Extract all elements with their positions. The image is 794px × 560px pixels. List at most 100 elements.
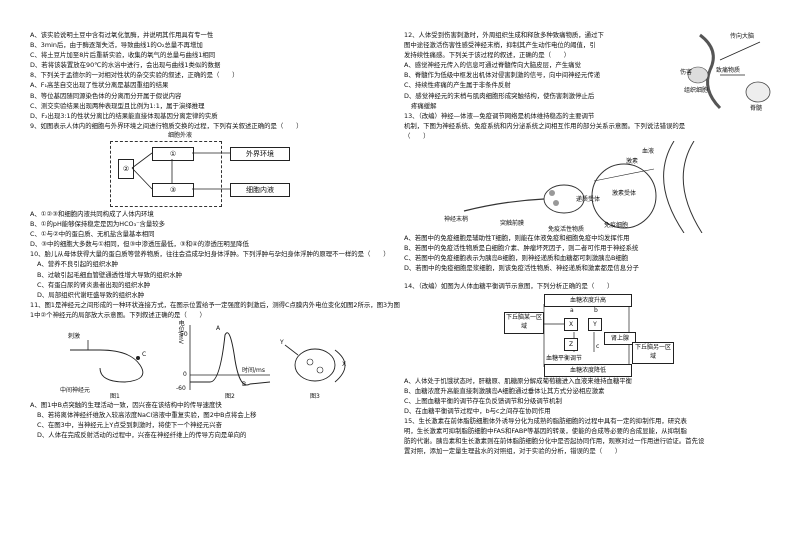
text-line: C、①与②中的蛋白质、无机盐含量基本相同: [30, 230, 155, 239]
right-column: 12、人体受到伤害刺激时，外周组织生成和释放多种致痛物质，通过下 图中途径激活伤…: [404, 30, 776, 456]
text-line: A、①②③和细胞内液共同构成了人体内环境: [30, 209, 154, 218]
figure-11: 刺激 中间神经元 C 电位/mV 时间/ms 50 0 -60 A B Y X …: [30, 320, 402, 400]
text-line: A、若图中的免疫细胞是辅助性T细胞，则能在体液免疫和细胞免疫中均发挥作用: [404, 234, 630, 243]
fig11-point-b: B: [242, 380, 247, 388]
text-line: C、在图3中，当神经元上Y点受到刺激时，将使下一个神经元兴奋: [37, 421, 222, 430]
fig12-spinal: 脊髓: [750, 105, 763, 112]
text-line: 明，生长激素可抑制脂肪细胞中FAS和FABP等基因的转录，使能的合成等必要的合成…: [404, 426, 687, 435]
fig14-center: 血糖平衡调节: [546, 354, 583, 362]
fig9-node-1: ①: [152, 146, 194, 161]
fig11-caption-3: 图3: [310, 392, 320, 400]
question-12-block: 12、人体受到伤害刺激时，外周组织生成和释放多种致痛物质，通过下 图中途径激活伤…: [404, 30, 776, 112]
fig12-injury: 伤害: [680, 69, 693, 76]
question-14: 14、（改编）如图为人体血糖平衡调节示意图，下列分析正确的是（ ）: [404, 282, 614, 291]
fig14-z: Z: [564, 337, 578, 351]
fig11-point-c: C: [142, 350, 147, 358]
text-line: 图中途径激活伤害性感受神经末梢，抑制其产生动作电位的阈值，引: [404, 41, 596, 50]
fig9-top-label: 细胞外液: [168, 131, 193, 139]
text-line: （ ）: [404, 131, 430, 140]
text-line: 机制，下图为神经系统、免疫系统和内分泌系统之间相互作用的部分关系示意图。下列说法…: [404, 121, 686, 130]
fig9-intracellular: 细胞内液: [230, 182, 290, 197]
fig11-tick-50: 50: [180, 330, 188, 338]
text-line: A、F₁高茎自交出现了性状分离是基因重组的结果: [30, 81, 169, 90]
text-line: A、该实验说明土豆中含有过氧化氢酶，并说明其作用具有专一性: [30, 31, 214, 39]
fig13-synaptic: 突触前膜: [500, 220, 525, 228]
text-line: D、若将该装置放在90℃的水浴中进行，会出现与曲线1类似的数据: [30, 61, 221, 70]
question-8: 8、下列关于孟德尔的一对相对性状的杂交实验的叙述，正确的是（ ）: [30, 71, 239, 80]
text-line: A、人体处于饥饿状态时，肝糖原、肌糖原分解成葡萄糖进入血液来维持血糖平衡: [404, 376, 633, 385]
text-line: C、测交实验结果出现两种表现型且比例为1:1，属于演绎推理: [30, 101, 205, 110]
fig13-immune-active: 免疫活性物质: [548, 226, 585, 234]
figure-9: 细胞外液 ② ① ③ 外界环境 细胞内液: [110, 131, 402, 209]
fig14-x: X: [564, 317, 578, 331]
text-line: B、若将离体神经纤维放入较高浓度NaCl溶液中重复实验，图2中B点将会上移: [37, 411, 257, 420]
fig13-hormone: 激素: [626, 158, 639, 166]
fig9-external-env: 外界环境: [230, 146, 290, 161]
text-line: A、感觉神经元传入的信息可通过脊髓传向大脑皮层，产生痛觉: [404, 61, 581, 70]
fig13-drawing: [463, 141, 703, 234]
fig11-y-axis: 电位/mV: [177, 319, 185, 344]
question-11: 11、图1是神经元之间形成的一种环状连接方式，在图示位置给予一定强度的刺激后，测…: [30, 300, 400, 319]
text-line: C、若图中的免疫细胞表示为胰岛B细胞，则神经递质和血糖都可刺激胰岛B细胞: [404, 254, 629, 263]
question-13: 13、（改编）神经—体液—免疫调节网络是机体维持稳态的主要调节: [404, 111, 595, 120]
text-line: D、在血糖平衡调节过程中，b与c之间存在协同作用: [404, 406, 551, 415]
fig13-hormone-receptor: 激素受体: [612, 190, 637, 198]
fig14-fall: 血糖浓度降低: [544, 363, 632, 377]
text-line: D、F₂出现3:1的性状分离比的结果能直接体现基因分离定律的实质: [30, 111, 218, 120]
text-line: B、①的pH能够保持稳定是因为HCO₃⁻含量较多: [30, 220, 166, 229]
question-15: 15、生长激素在前体脂肪细胞体外诱导分化为成熟的脂肪细胞的过程中具有一定的抑制作…: [404, 416, 687, 425]
text-line: 肪的代谢。胰岛素和生长激素则在前体脂肪细胞分化中是否起协同作用，观察对过一作用进…: [404, 437, 705, 446]
fig12-drug-label: 致痛物质: [716, 67, 741, 74]
text-line: D、感觉神经元的末梢与肌肉细胞形成突触结构，使伤害刺激停止后: [404, 91, 595, 100]
text-line: A、营养不良引起的组织水肿: [37, 260, 119, 269]
fig11-stimulus-label: 刺激: [68, 332, 81, 340]
fig11-tick-minus60: -60: [176, 384, 186, 392]
question-9: 9、如图表示人体内的细胞与外界环境之间进行物质交换的过程，下列有关叙述正确的是（…: [30, 121, 303, 130]
fig14-hypo-left: 下丘脑某一区域: [504, 311, 544, 334]
fig11-drawing: [70, 324, 346, 390]
fig14-a: a: [570, 306, 574, 314]
fig14-c: c: [596, 342, 600, 350]
text-line: C、将土豆片加至8片后重新实验，收集的氧气的总量与曲线1相同: [30, 51, 216, 60]
text-line: B、血糖浓度升高能直接刺激胰岛A细胞通过垂体让其方式分泌相应激素: [404, 386, 605, 395]
text-line: 发持续性痛感。下列关于该过程的叙述，正确的是（ ）: [404, 51, 571, 60]
left-column: A、该实验说明土豆中含有过氧化氢酶，并说明其作用具有专一性 B、3min后，由于…: [30, 30, 402, 440]
fig11-point-x: X: [342, 360, 347, 368]
text-line: B、等位基因随同源染色体的分离而分开属于假说内容: [30, 91, 182, 100]
fig11-point-y: Y: [280, 338, 284, 346]
fig14-y: Y: [588, 317, 602, 331]
fig12-to-brain: 传向大脑: [730, 33, 755, 40]
fig9-dashed-frame: [110, 140, 222, 207]
text-line: D、若图中的免疫细胞是浆细胞，则该免疫活性物质、神经递质和激素都是信息分子: [404, 264, 639, 273]
fig14-hypo-right: 下丘脑另一区域: [632, 341, 674, 364]
fig14-rise: 血糖浓度升高: [544, 293, 632, 307]
text-line: 置对照，添加一定量生理盐水的对照组，对于实验的分析，错误的是（ ）: [404, 447, 622, 456]
text-line: 疼痛缓解: [411, 101, 437, 110]
fig11-x-axis: 时间/ms: [242, 366, 265, 374]
text-line: B、脊髓作为低级中枢发出机体对侵害刺激的信号，向中间神经元传递: [404, 71, 601, 80]
text-line: C、有蛋白尿的肾炎患者出现的组织水肿: [37, 280, 151, 289]
fig12-tissue-cells: 组织细胞: [684, 87, 709, 94]
text-line: D、局部组织代谢旺盛导致的组织水肿: [37, 290, 145, 299]
text-line: D、③中的细胞大多数与①相同，但③中渗透压最低，③和④的渗透压明显降低: [30, 240, 249, 249]
question-10: 10、胎儿从母体获得大量的蛋白质等营养物质，往往会造成孕妇身体浮肿。下列浮肿与孕…: [30, 250, 390, 259]
fig11-caption-2: 图2: [225, 392, 235, 400]
fig13-immune-cell: 免疫细胞: [604, 222, 629, 230]
fig9-node-3: ③: [152, 182, 194, 197]
fig13-transmitter-receptor: 递质受体: [576, 196, 601, 204]
fig11-peak-a: A: [216, 324, 221, 332]
fig14-adrenal: 肾上腺: [604, 331, 636, 345]
figure-13: 血液 激素 激素受体 递质受体 免疫细胞 神经末梢 突触前膜 免疫活性物质: [444, 141, 776, 234]
question-12: 12、人体受到伤害刺激时，外周组织生成和释放多种致痛物质，通过下: [404, 31, 604, 39]
fig11-caption-1: 图1: [110, 392, 120, 400]
text-line: C、持续性疼痛的产生属于非条件反射: [404, 81, 511, 90]
fig13-blood: 血液: [642, 148, 655, 156]
text-line: B、3min后，由于酶逐渐失活，导致曲线1的O₂总量不再增加: [30, 41, 203, 50]
figure-14: 血糖浓度升高 下丘脑某一区域 X Y Z 肾上腺 下丘脑另一区域 血糖平衡调节 …: [504, 292, 776, 377]
fig11-neuron-label: 中间神经元: [60, 386, 91, 394]
text-line: C、上图血糖平衡的调节存在负反馈调节和分级调节机制: [404, 396, 562, 405]
text-line: A、图1中B点突触的生理活动一致，因兴奋在该结构中的传导速度快: [30, 400, 222, 409]
text-line: D、人体在完成反射活动的过程中，兴奋在神经纤维上的传导方向是单向的: [37, 431, 247, 440]
fig11-tick-0: 0: [183, 370, 187, 378]
figure-12: 传向大脑 伤害 致痛物质 组织细胞 脊髓: [680, 30, 776, 112]
